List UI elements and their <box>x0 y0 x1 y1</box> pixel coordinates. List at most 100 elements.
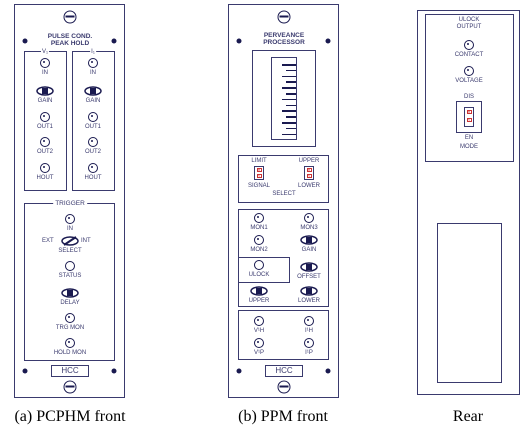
bargraph-tick <box>286 69 296 72</box>
mode-switch-frame <box>456 101 482 133</box>
hcc-brand-plate: HCC <box>265 365 303 377</box>
vip-label: V¹P <box>253 350 265 356</box>
int-label: INT <box>81 238 91 244</box>
offset-knob[interactable] <box>300 262 318 272</box>
v1-out1-jack[interactable] <box>40 112 50 122</box>
switch-off-glyph: 1 <box>306 174 312 179</box>
select-label: SELECT <box>58 248 82 254</box>
select-label: SELECT <box>272 191 296 197</box>
caption-c: Rear <box>452 408 484 425</box>
i1-gain-label: GAIN <box>85 98 101 104</box>
vih-label: V¹H <box>253 328 265 334</box>
vih-jack[interactable] <box>254 316 264 326</box>
switch-on-glyph: 0 <box>256 168 262 173</box>
switch-off-glyph: 1 <box>466 118 472 123</box>
mon2-label: MON2 <box>250 247 268 253</box>
ext-label: EXT <box>42 238 54 244</box>
top-screw[interactable] <box>63 10 77 24</box>
offset-label: OFFSET <box>297 274 321 280</box>
voltage-jack[interactable] <box>464 66 474 76</box>
v1-out2-label: OUT2 <box>36 149 54 155</box>
upper-lower-switch[interactable]: 0 1 <box>304 166 314 180</box>
voltage-label: VOLTAGE <box>455 78 483 84</box>
bottom-screw[interactable] <box>277 380 291 394</box>
limit-select-box <box>238 155 329 203</box>
bottom-screw[interactable] <box>63 380 77 394</box>
trigger-in-jack[interactable] <box>65 214 75 224</box>
i1-out1-jack[interactable] <box>88 112 98 122</box>
gain-knob[interactable] <box>300 235 318 245</box>
bargraph-tick <box>286 81 296 83</box>
v1-out1-label: OUT1 <box>36 124 54 130</box>
contact-jack[interactable] <box>464 40 474 50</box>
i1-hout-jack[interactable] <box>88 163 98 173</box>
bargraph-tick <box>286 104 296 107</box>
limit-label: LIMIT <box>251 158 267 164</box>
output-box <box>238 310 329 360</box>
mount-dot <box>22 368 28 374</box>
vip-jack[interactable] <box>254 338 264 348</box>
iip-label: I¹P <box>305 350 313 356</box>
mount-dot <box>236 38 242 44</box>
bargraph-tick <box>282 98 296 101</box>
mount-dot <box>111 368 117 374</box>
panel-ppm-front: PERVEANCE PROCESSOR LIMIT UPPER 0 1 0 1 … <box>228 4 339 398</box>
switch-on-glyph: 0 <box>466 110 472 115</box>
mount-dot <box>325 38 331 44</box>
v1-in-jack[interactable] <box>40 58 50 68</box>
mon1-jack[interactable] <box>254 213 264 223</box>
bargraph-tick <box>282 75 296 78</box>
mode-switch[interactable]: 0 1 <box>464 107 474 127</box>
mon3-jack[interactable] <box>304 213 314 223</box>
caption-a: (a) PCPHM front <box>14 408 126 425</box>
lower-label: LOWER <box>297 183 321 189</box>
upper-limit-knob[interactable] <box>250 286 268 296</box>
bargraph-tick <box>286 127 296 130</box>
panel-rear: ULOCK OUTPUT CONTACT VOLTAGE DIS 0 1 EN … <box>417 10 520 395</box>
lower-limit-knob[interactable] <box>300 286 318 296</box>
status-indicator <box>65 261 75 271</box>
i1-out2-jack[interactable] <box>88 137 98 147</box>
i1-out1-label: OUT1 <box>84 124 102 130</box>
dis-label: DIS <box>463 94 475 100</box>
panel-b-title-line2: PROCESSOR <box>263 39 305 46</box>
bargraph-tick <box>282 122 296 124</box>
bargraph-window <box>271 57 297 140</box>
mon3-label: MON3 <box>300 225 318 231</box>
upper-label: UPPER <box>298 158 320 164</box>
limit-switch[interactable]: 0 1 <box>254 166 264 180</box>
caption-b: (b) PPM front <box>238 408 328 425</box>
bargraph-tick <box>282 87 296 89</box>
ulock-subbox <box>238 257 290 283</box>
mon2-jack[interactable] <box>254 235 264 245</box>
i1-out2-label: OUT2 <box>84 149 102 155</box>
v1-hout-jack[interactable] <box>40 163 50 173</box>
v1-gain-knob[interactable] <box>36 86 54 96</box>
bargraph-tick <box>282 133 296 136</box>
hold-mon-label: HOLD MON <box>53 350 87 356</box>
iip-jack[interactable] <box>304 338 314 348</box>
signal-label: SIGNAL <box>247 183 271 189</box>
mount-dot <box>22 38 28 44</box>
i1-hout-label: HOUT <box>84 175 102 181</box>
i1-gain-knob[interactable] <box>84 86 102 96</box>
hcc-brand-plate: HCC <box>51 365 89 377</box>
mount-dot <box>325 368 331 374</box>
i1-in-jack[interactable] <box>88 58 98 68</box>
bargraph-tick <box>282 64 296 66</box>
panel-a-title-line1: PULSE COND. <box>47 33 93 40</box>
delay-knob[interactable] <box>61 288 79 298</box>
mount-dot <box>236 368 242 374</box>
panel-c-title-line2: OUTPUT <box>456 24 482 30</box>
lower-knob-label: LOWER <box>297 298 321 304</box>
trigger-in-label: IN <box>67 226 73 232</box>
ext-int-select-switch[interactable] <box>61 236 79 246</box>
contact-label: CONTACT <box>454 52 484 58</box>
v1-out2-jack[interactable] <box>40 137 50 147</box>
bargraph-meter <box>252 50 316 147</box>
bargraph-tick <box>286 93 296 95</box>
trg-mon-jack[interactable] <box>65 313 75 323</box>
iih-jack[interactable] <box>304 316 314 326</box>
top-screw[interactable] <box>277 10 291 24</box>
hold-mon-jack[interactable] <box>65 338 75 348</box>
